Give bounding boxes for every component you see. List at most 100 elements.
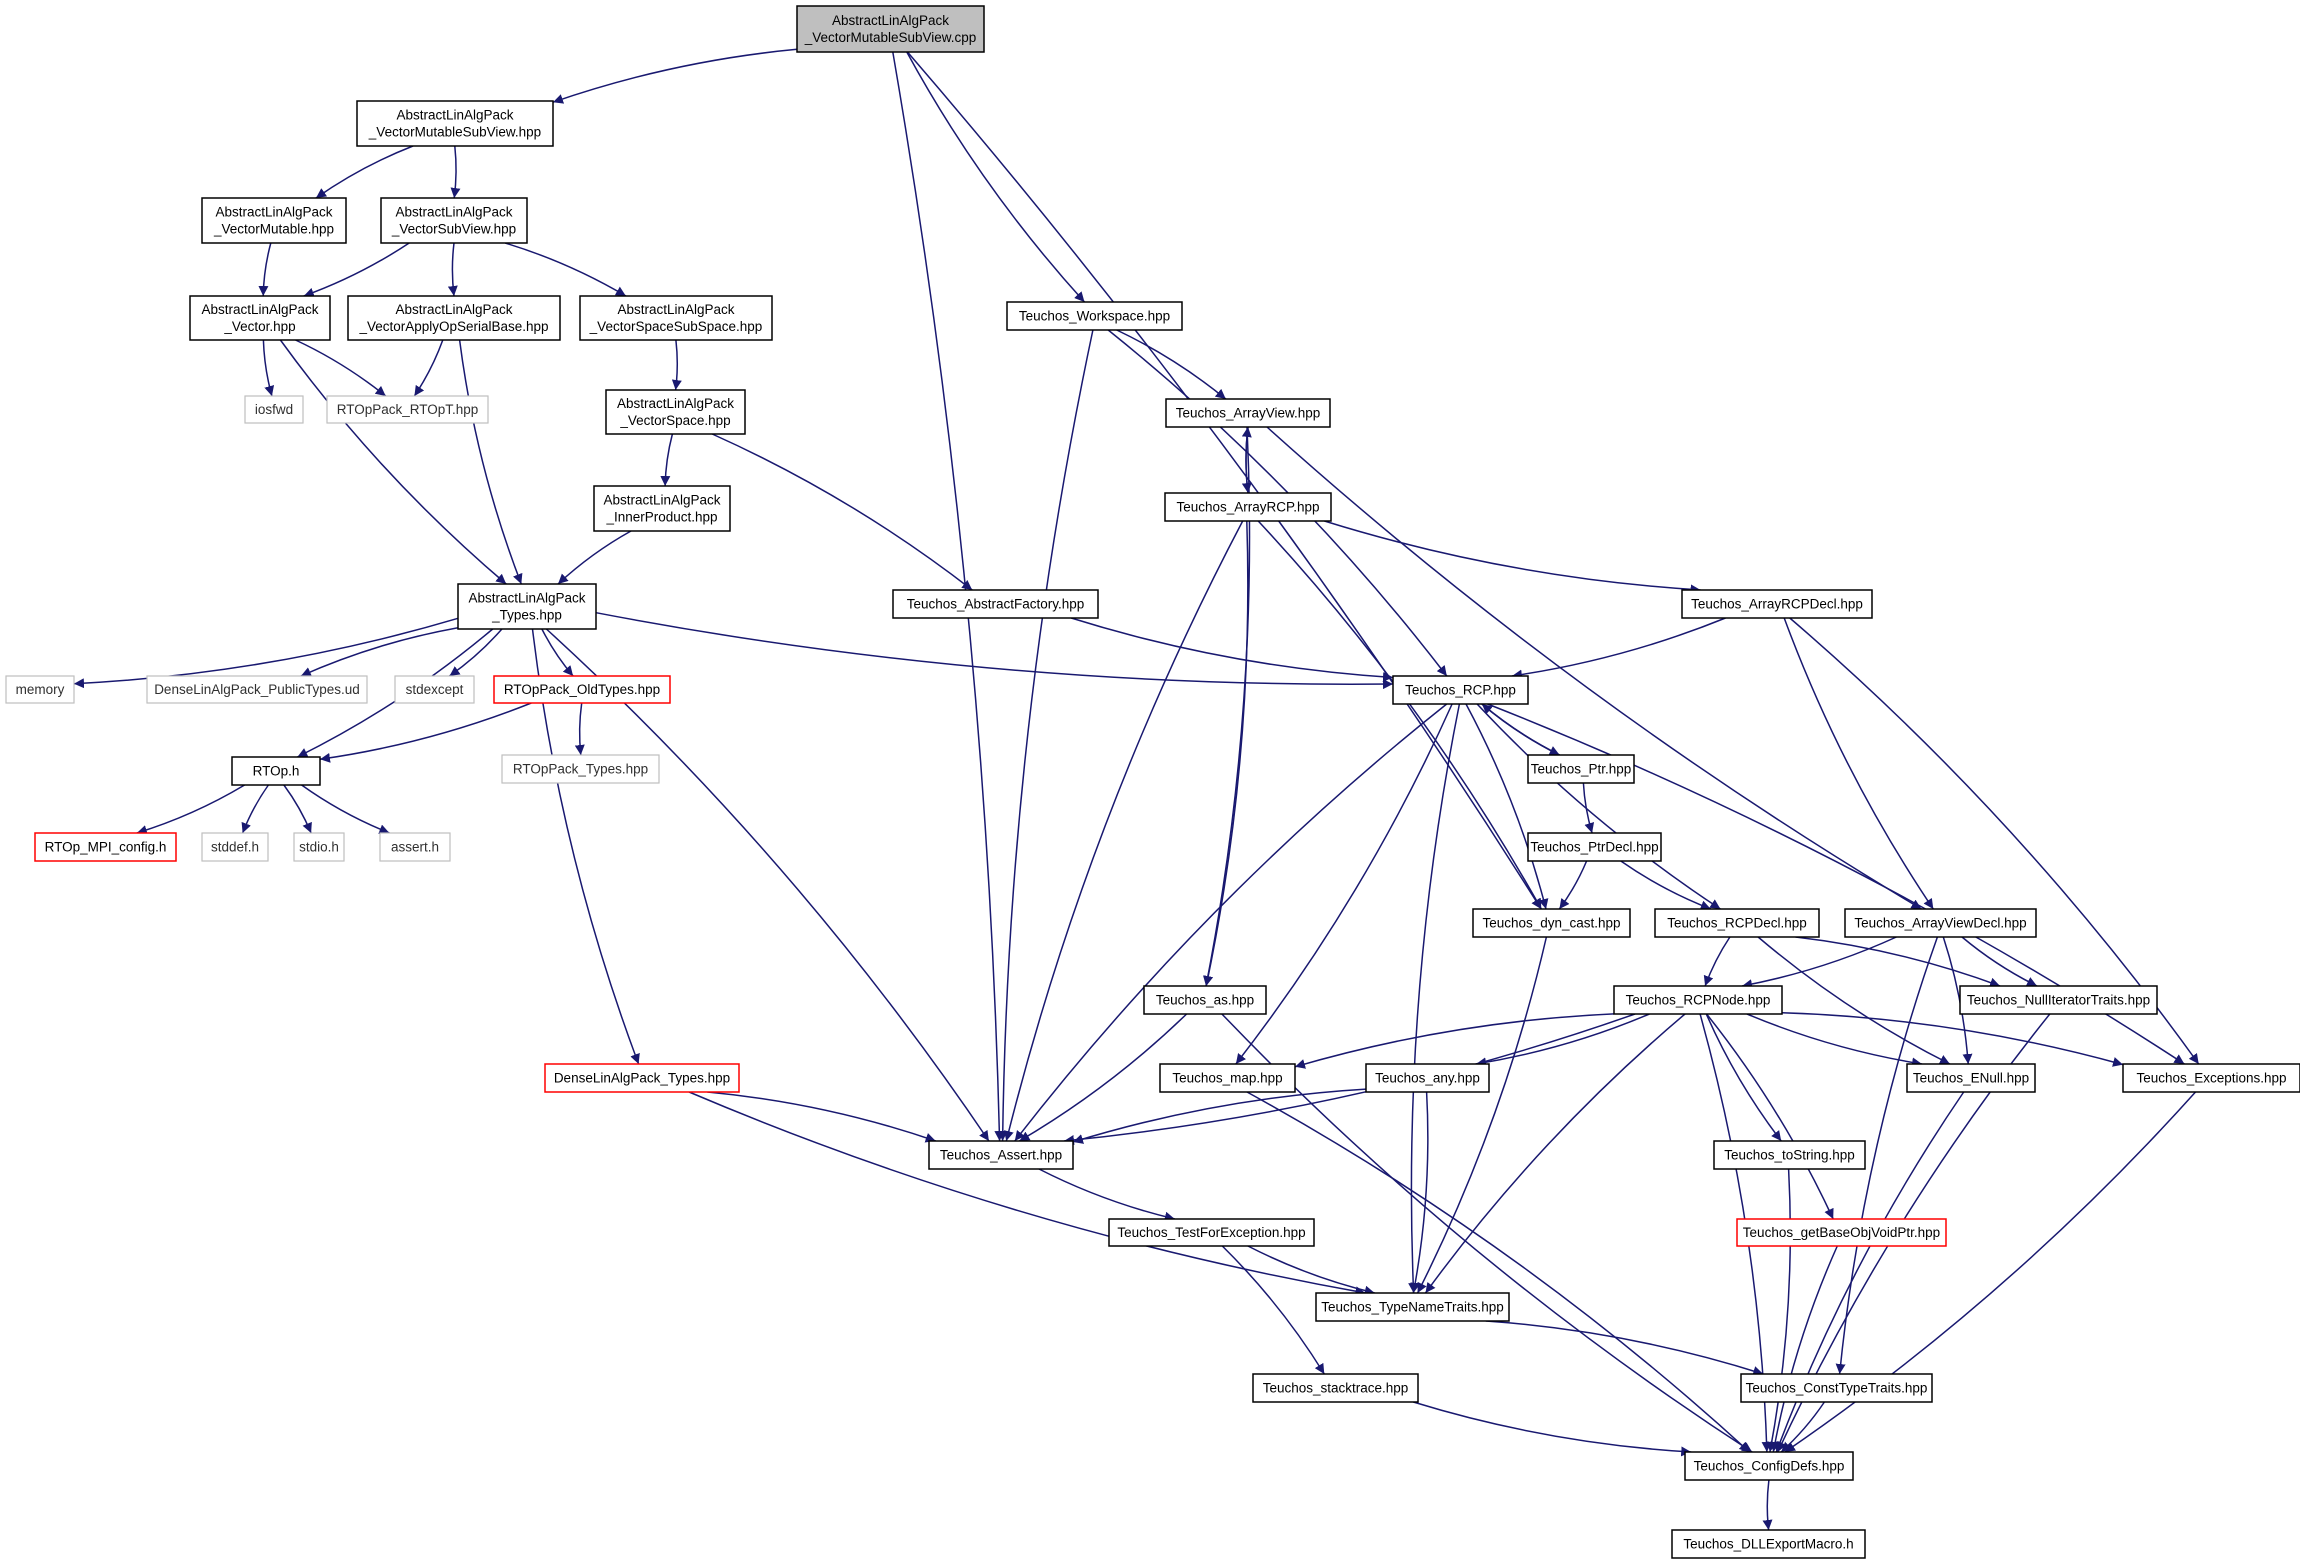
node-vsss_h[interactable]: AbstractLinAlgPack_VectorSpaceSubSpace.h… xyxy=(579,295,773,341)
node-vec_h[interactable]: AbstractLinAlgPack_Vector.hpp xyxy=(189,295,331,341)
node-af[interactable]: Teuchos_AbstractFactory.hpp xyxy=(892,589,1099,619)
node-avdecl[interactable]: Teuchos_ArrayViewDecl.hpp xyxy=(1844,908,2037,938)
node-nulliter[interactable]: Teuchos_NullIteratorTraits.hpp xyxy=(1959,985,2158,1015)
edge-rcpdecl-to-enull xyxy=(1757,936,1951,1065)
edge-types_h-to-rtold xyxy=(541,628,574,677)
edge-rcp-to-dyncast xyxy=(1465,703,1549,910)
node-box xyxy=(1527,832,1662,862)
node-ws[interactable]: Teuchos_Workspace.hpp xyxy=(1006,301,1183,331)
node-rtop_h[interactable]: RTOp.h xyxy=(231,756,321,786)
edge-ptrdecl-to-rcpdecl xyxy=(1620,860,1712,911)
node-box xyxy=(189,295,331,341)
edge-vmsv_h-to-vsv_h xyxy=(450,145,461,199)
node-iosfwd: iosfwd xyxy=(244,395,304,424)
node-dlaptypes[interactable]: DenseLinAlgPack_Types.hpp xyxy=(544,1063,740,1093)
edge-tostring-to-cfg xyxy=(1766,1168,1792,1453)
edge-ctt-to-cfg xyxy=(1780,1401,1826,1453)
edge-st-to-cfg xyxy=(1413,1401,1692,1457)
node-label: _VectorMutable.hpp xyxy=(213,222,334,237)
node-label: Teuchos_ConstTypeTraits.hpp xyxy=(1746,1381,1928,1396)
edge-as-to-assert xyxy=(1019,1013,1188,1142)
edge-ip_h-to-types_h xyxy=(557,530,632,585)
edge-vaosb_h-to-types_h xyxy=(458,339,523,585)
node-cfg[interactable]: Teuchos_ConfigDefs.hpp xyxy=(1684,1451,1854,1481)
edge-rcp-to-rcpdecl xyxy=(1476,703,1721,910)
node-root[interactable]: AbstractLinAlgPack_VectorMutableSubView.… xyxy=(796,5,985,53)
node-arcp[interactable]: Teuchos_ArrayRCP.hpp xyxy=(1164,492,1332,522)
edge-avdecl-to-nulliter xyxy=(1961,936,2038,987)
node-tostring[interactable]: Teuchos_toString.hpp xyxy=(1713,1140,1866,1170)
edge-vs_h-to-af xyxy=(711,433,973,591)
edge-rtold-to-rtop_h xyxy=(319,702,532,763)
node-ip_h[interactable]: AbstractLinAlgPack_InnerProduct.hpp xyxy=(593,485,731,532)
node-box xyxy=(394,675,475,704)
node-box xyxy=(1365,1063,1490,1093)
edge-rcpnode-to-tnt xyxy=(1424,1013,1686,1294)
node-vmsv_h[interactable]: AbstractLinAlgPack_VectorMutableSubView.… xyxy=(356,100,554,147)
node-label: AbstractLinAlgPack xyxy=(215,205,332,220)
node-rtold[interactable]: RTOpPack_OldTypes.hpp xyxy=(493,675,671,704)
node-label: assert.h xyxy=(391,840,439,855)
node-box xyxy=(457,583,597,630)
node-label: _VectorSubView.hpp xyxy=(391,222,516,237)
node-label: Teuchos_NullIteratorTraits.hpp xyxy=(1967,993,2150,1008)
node-label: Teuchos_any.hpp xyxy=(1375,1071,1480,1086)
node-box xyxy=(796,5,985,53)
node-any[interactable]: Teuchos_any.hpp xyxy=(1365,1063,1490,1093)
node-ptr[interactable]: Teuchos_Ptr.hpp xyxy=(1527,754,1635,784)
node-gbovp[interactable]: Teuchos_getBaseObjVoidPtr.hpp xyxy=(1736,1218,1947,1247)
node-rcp[interactable]: Teuchos_RCP.hpp xyxy=(1392,675,1529,705)
node-label: Teuchos_PtrDecl.hpp xyxy=(1530,840,1658,855)
node-vs_h[interactable]: AbstractLinAlgPack_VectorSpace.hpp xyxy=(605,389,746,435)
edge-vec_h-to-rtopt xyxy=(295,339,387,397)
edge-arcp-to-arcpdecl xyxy=(1324,520,1701,595)
node-label: iosfwd xyxy=(255,402,293,417)
node-box xyxy=(244,395,304,424)
node-types_h[interactable]: AbstractLinAlgPack_Types.hpp xyxy=(457,583,597,630)
node-label: Teuchos_Exceptions.hpp xyxy=(2136,1071,2286,1086)
node-mpi[interactable]: RTOp_MPI_config.h xyxy=(34,832,177,862)
edge-tfe-to-tnt xyxy=(1247,1245,1375,1296)
node-box xyxy=(1165,398,1331,428)
node-rcpnode[interactable]: Teuchos_RCPNode.hpp xyxy=(1613,985,1783,1015)
node-box xyxy=(201,832,269,862)
edge-types_h-to-dlapt xyxy=(300,626,459,677)
node-box xyxy=(1684,1451,1854,1481)
node-ptrdecl[interactable]: Teuchos_PtrDecl.hpp xyxy=(1527,832,1662,862)
node-dyncast[interactable]: Teuchos_dyn_cast.hpp xyxy=(1472,908,1631,938)
node-label: Teuchos_RCPDecl.hpp xyxy=(1667,916,1807,931)
node-vsv_h[interactable]: AbstractLinAlgPack_VectorSubView.hpp xyxy=(380,197,528,244)
node-rtopt: RTOpPack_RTOpT.hpp xyxy=(326,395,489,424)
node-av[interactable]: Teuchos_ArrayView.hpp xyxy=(1165,398,1331,428)
node-box xyxy=(1472,908,1631,938)
node-st[interactable]: Teuchos_stacktrace.hpp xyxy=(1252,1373,1419,1403)
edge-cfg-to-dll xyxy=(1762,1479,1773,1531)
node-label: AbstractLinAlgPack xyxy=(396,108,513,123)
node-box xyxy=(593,485,731,532)
node-label: _VectorSpaceSubSpace.hpp xyxy=(589,319,763,334)
node-dll[interactable]: Teuchos_DLLExportMacro.h xyxy=(1671,1529,1866,1559)
edge-rcpnode-to-tostring xyxy=(1705,1013,1782,1142)
edge-dyncast-to-tnt xyxy=(1416,936,1548,1294)
edge-rcpdecl-to-rcpnode xyxy=(1703,936,1731,987)
node-box xyxy=(1671,1529,1866,1559)
node-vm_h[interactable]: AbstractLinAlgPack _VectorMutable.hpp xyxy=(201,197,347,244)
node-box xyxy=(1844,908,2037,938)
node-assert[interactable]: Teuchos_Assert.hpp xyxy=(928,1140,1074,1170)
node-rcpdecl[interactable]: Teuchos_RCPDecl.hpp xyxy=(1654,908,1820,938)
node-vaosb_h[interactable]: AbstractLinAlgPack_VectorApplyOpSerialBa… xyxy=(347,295,561,341)
node-exc[interactable]: Teuchos_Exceptions.hpp xyxy=(2122,1063,2300,1093)
node-tnt[interactable]: Teuchos_TypeNameTraits.hpp xyxy=(1315,1292,1510,1322)
node-as[interactable]: Teuchos_as.hpp xyxy=(1143,985,1267,1015)
node-tfe[interactable]: Teuchos_TestForException.hpp xyxy=(1108,1218,1315,1247)
node-map[interactable]: Teuchos_map.hpp xyxy=(1159,1063,1296,1093)
node-label: RTOp_MPI_config.h xyxy=(45,840,167,855)
node-box xyxy=(1959,985,2158,1015)
node-label: Teuchos_Workspace.hpp xyxy=(1019,309,1170,324)
node-enull[interactable]: Teuchos_ENull.hpp xyxy=(1906,1063,2036,1093)
node-ctt[interactable]: Teuchos_ConstTypeTraits.hpp xyxy=(1740,1373,1933,1403)
edge-arcpdecl-to-avdecl xyxy=(1783,617,1934,910)
node-box xyxy=(1681,589,1873,619)
node-label: DenseLinAlgPack_Types.hpp xyxy=(554,1071,730,1086)
node-arcpdecl[interactable]: Teuchos_ArrayRCPDecl.hpp xyxy=(1681,589,1873,619)
